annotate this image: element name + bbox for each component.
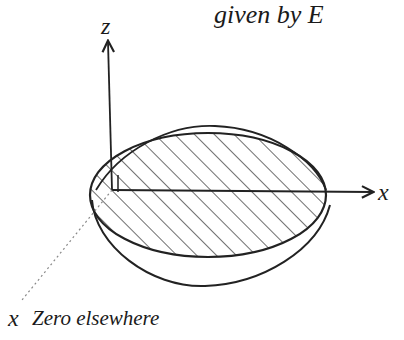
axis-label: z <box>101 14 110 38</box>
y-axis <box>22 190 112 300</box>
note: Zero elsewhere <box>32 308 159 329</box>
z-axis <box>108 42 112 190</box>
heading-note: given by E <box>214 2 324 28</box>
axis-label: x <box>8 306 19 330</box>
axis-label: x <box>378 180 389 204</box>
hatched-region <box>90 133 326 257</box>
x-axis <box>112 190 372 192</box>
dome-edge <box>96 126 326 190</box>
